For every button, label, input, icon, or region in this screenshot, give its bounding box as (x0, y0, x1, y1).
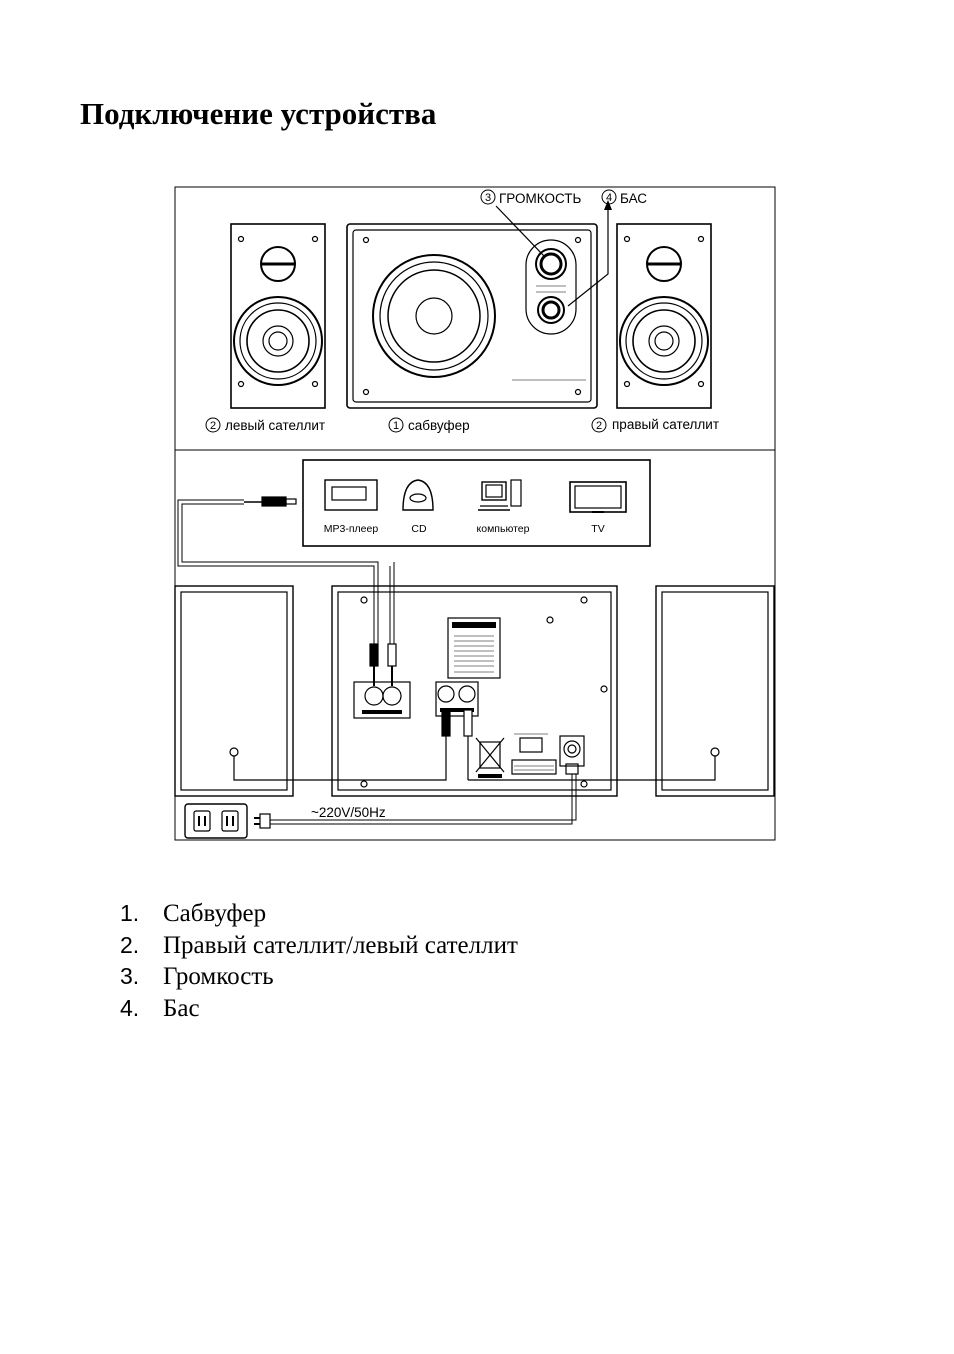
bass-label: БАС (620, 191, 647, 206)
svg-text:левый сателлит: левый сателлит (225, 418, 325, 433)
audio-input-panel (353, 681, 411, 719)
caution-label (511, 759, 557, 775)
speaker-output-panel (435, 681, 479, 717)
left-satellite-callout: 2 левый сателлит (205, 417, 325, 433)
power-label: ~220V/50Hz (311, 805, 386, 820)
source-computer: компьютер (477, 523, 530, 535)
power-plug (254, 813, 271, 829)
left-satellite-rear (174, 585, 294, 797)
cd-icon (402, 479, 434, 511)
source-mp3: MP3-плеер (324, 523, 379, 535)
mp3-player-icon (324, 479, 378, 511)
connection-diagram: 3 ГРОМКОСТЬ 4 БАС 2 левый сателлит 1 саб… (174, 186, 778, 842)
volume-label: ГРОМКОСТЬ (499, 191, 582, 206)
svg-text:правый сателлит: правый сателлит (612, 417, 719, 432)
volume-callout: 3 ГРОМКОСТЬ (480, 189, 582, 206)
diagram-frame (174, 186, 776, 841)
legend-list: 1.Сабвуфер 2.Правый сателлит/левый сател… (120, 898, 518, 1024)
wall-outlet (184, 803, 248, 839)
svg-text:сабвуфер: сабвуфер (408, 418, 470, 433)
svg-text:2: 2 (210, 420, 216, 432)
right-satellite-front (616, 223, 712, 409)
right-satellite-rear (655, 585, 775, 797)
audio-jack-plug (244, 496, 297, 507)
source-tv: TV (591, 523, 604, 535)
left-satellite-front (230, 223, 326, 409)
bass-callout: 4 БАС (601, 189, 647, 206)
legend-item: 4.Бас (120, 994, 200, 1022)
legend-item: 1.Сабвуфер (120, 900, 267, 927)
tv-icon (569, 481, 627, 513)
legend-item: 2.Правый сателлит/левый сателлит (120, 931, 518, 959)
subwoofer-front (346, 223, 598, 409)
audio-sources-box: MP3-плеер CD компьютер TV (302, 459, 651, 547)
marker-3 (480, 189, 496, 205)
weee-bin-icon (475, 737, 505, 778)
power-socket (559, 735, 585, 767)
subwoofer-callout: 1 сабвуфер (388, 417, 470, 433)
source-cd: CD (411, 523, 427, 535)
page-title: Подключение устройства (80, 96, 437, 131)
svg-text:3: 3 (485, 192, 491, 204)
svg-text:2: 2 (596, 420, 602, 432)
marker-4 (601, 189, 617, 205)
subwoofer-rear (233, 585, 716, 797)
right-satellite-callout: 2 правый сателлит (591, 417, 719, 433)
computer-icon (478, 479, 522, 511)
spec-plate (447, 617, 501, 679)
legend-item: 3.Громкость (120, 963, 274, 990)
power-switch (519, 737, 543, 753)
svg-text:1: 1 (393, 420, 399, 432)
svg-text:4: 4 (606, 192, 612, 204)
